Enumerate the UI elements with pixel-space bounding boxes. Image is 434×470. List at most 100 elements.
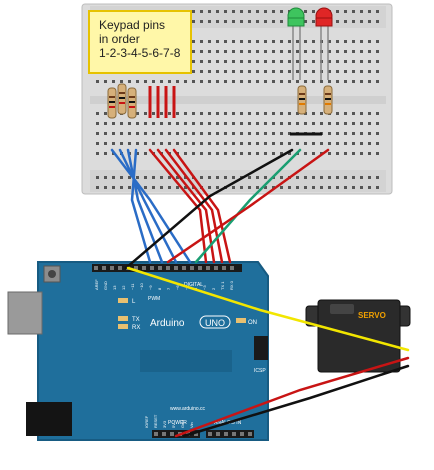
breadboard-hole	[312, 186, 315, 189]
pin-label: 8	[157, 287, 162, 290]
breadboard-hole	[280, 142, 283, 145]
breadboard-hole	[360, 142, 363, 145]
breadboard-hole	[112, 132, 115, 135]
breadboard-hole	[368, 186, 371, 189]
breadboard-hole	[120, 132, 123, 135]
breadboard-hole	[232, 176, 235, 179]
breadboard-hole	[312, 152, 315, 155]
breadboard-hole	[360, 152, 363, 155]
breadboard-hole	[200, 20, 203, 23]
breadboard-hole	[192, 142, 195, 145]
breadboard-hole	[152, 186, 155, 189]
header-pin	[248, 432, 252, 436]
breadboard-hole	[304, 186, 307, 189]
breadboard-hole	[128, 142, 131, 145]
breadboard-hole	[336, 10, 339, 13]
breadboard-hole	[104, 80, 107, 83]
breadboard-hole	[136, 176, 139, 179]
breadboard-hole	[264, 152, 267, 155]
breadboard-hole	[112, 142, 115, 145]
breadboard-hole	[216, 142, 219, 145]
breadboard-hole	[104, 142, 107, 145]
breadboard-hole	[312, 20, 315, 23]
pin-label: 12	[121, 285, 126, 290]
pin-label: 2	[211, 287, 216, 290]
breadboard-hole	[376, 132, 379, 135]
green-led	[287, 7, 305, 80]
breadboard-hole	[232, 20, 235, 23]
breadboard-hole	[368, 152, 371, 155]
header-pin	[206, 266, 210, 270]
breadboard-hole	[152, 132, 155, 135]
pin-label: ~9	[148, 285, 153, 290]
pin-label: A4	[240, 440, 246, 445]
on-label: ON	[248, 320, 257, 326]
breadboard-hole	[144, 176, 147, 179]
breadboard-hole	[216, 60, 219, 63]
pin-label: AREF	[94, 279, 99, 290]
breadboard-hole	[368, 80, 371, 83]
rx-led	[118, 324, 128, 329]
breadboard-hole	[368, 60, 371, 63]
breadboard-hole	[296, 142, 299, 145]
pin-label: Gnd	[180, 420, 185, 428]
breadboard-hole	[256, 40, 259, 43]
wire-red-4	[172, 148, 232, 264]
breadboard-hole	[240, 132, 243, 135]
breadboard-hole	[216, 112, 219, 115]
breadboard-hole	[256, 70, 259, 73]
breadboard-hole	[336, 186, 339, 189]
breadboard-hole	[328, 40, 331, 43]
breadboard-hole	[368, 50, 371, 53]
breadboard-hole	[200, 176, 203, 179]
breadboard-hole	[128, 80, 131, 83]
icsp-label: ICSP	[254, 368, 266, 374]
breadboard-hole	[288, 112, 291, 115]
breadboard-hole	[144, 186, 147, 189]
breadboard-hole	[160, 186, 163, 189]
breadboard-hole	[256, 50, 259, 53]
breadboard-hole	[352, 132, 355, 135]
breadboard-hole	[208, 10, 211, 13]
breadboard-hole	[200, 132, 203, 135]
breadboard-hole	[280, 112, 283, 115]
header-pin	[134, 266, 138, 270]
breadboard-hole	[160, 132, 163, 135]
breadboard-hole	[336, 122, 339, 125]
keypad-note: Keypad pins in order 1-2-3-4-5-6-7-8	[88, 10, 192, 74]
breadboard-hole	[96, 186, 99, 189]
breadboard-hole	[160, 122, 163, 125]
breadboard-hole	[216, 50, 219, 53]
breadboard-hole	[136, 122, 139, 125]
chip	[140, 350, 232, 372]
breadboard-hole	[216, 122, 219, 125]
breadboard-hole	[272, 112, 275, 115]
breadboard-hole	[296, 80, 299, 83]
breadboard-hole	[320, 176, 323, 179]
breadboard-hole	[280, 70, 283, 73]
breadboard-hole	[328, 50, 331, 53]
breadboard-hole	[352, 112, 355, 115]
breadboard-hole	[168, 112, 171, 115]
breadboard-hole	[240, 142, 243, 145]
board-model: UNO	[205, 318, 225, 328]
breadboard-hole	[328, 80, 331, 83]
pin-label: 5V	[171, 423, 176, 428]
breadboard-hole	[328, 142, 331, 145]
breadboard-hole	[120, 142, 123, 145]
breadboard-hole	[120, 186, 123, 189]
breadboard-hole	[160, 176, 163, 179]
icsp-header	[254, 336, 268, 360]
breadboard-hole	[304, 70, 307, 73]
breadboard-hole	[272, 70, 275, 73]
wire-servo-ground	[182, 364, 410, 438]
breadboard-hole	[256, 60, 259, 63]
breadboard-hole	[304, 50, 307, 53]
pin-label: RESET	[153, 414, 158, 428]
breadboard-hole	[304, 60, 307, 63]
breadboard-hole	[216, 132, 219, 135]
header-pin	[190, 266, 194, 270]
header-pin	[166, 266, 170, 270]
header-pin	[102, 266, 106, 270]
breadboard-hole	[368, 20, 371, 23]
